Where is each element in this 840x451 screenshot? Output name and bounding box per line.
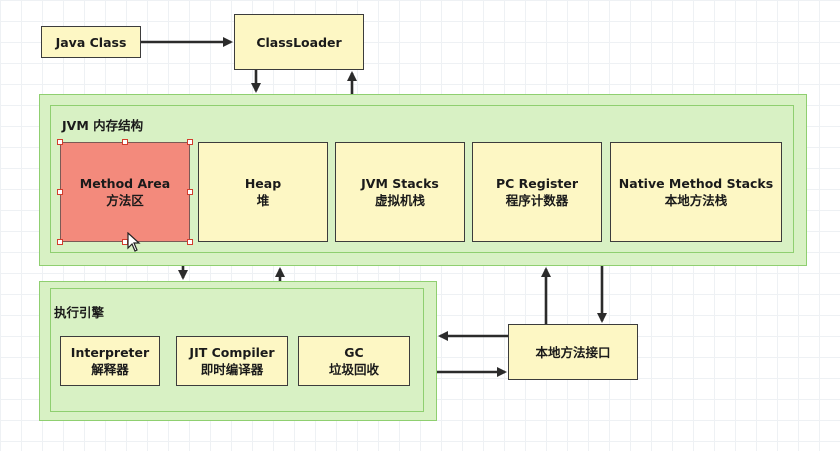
- execution-engine-title: 执行引擎: [54, 305, 105, 320]
- execution-engine-inner-border: [50, 288, 424, 412]
- selection-handle[interactable]: [187, 139, 193, 145]
- heap-label-zh: 堆: [256, 193, 270, 208]
- jit-compiler-label-zh: 即时编译器: [200, 362, 264, 377]
- pc-register-label-zh: 程序计数器: [505, 193, 569, 208]
- native-method-stacks-label: Native Method Stacks: [618, 176, 774, 191]
- jvm-stacks-label: JVM Stacks: [361, 176, 439, 191]
- mouse-cursor-icon: [127, 232, 141, 252]
- jvm-memory-inner-border: [50, 105, 794, 253]
- selection-handle[interactable]: [57, 189, 63, 195]
- pc-register-label: PC Register: [495, 176, 579, 191]
- heap-label: Heap: [244, 176, 282, 191]
- native-method-stacks-box[interactable]: Native Method Stacks 本地方法栈: [610, 142, 782, 242]
- jvm-memory-title: JVM 内存结构: [62, 118, 144, 133]
- interpreter-label: Interpreter: [70, 345, 150, 360]
- native-interface-box[interactable]: 本地方法接口: [508, 324, 638, 380]
- gc-box[interactable]: GC 垃圾回收: [298, 336, 410, 386]
- heap-box[interactable]: Heap 堆: [198, 142, 328, 242]
- java-class-box[interactable]: Java Class: [41, 26, 141, 58]
- jvm-stacks-box[interactable]: JVM Stacks 虚拟机栈: [335, 142, 465, 242]
- gc-label: GC: [344, 345, 364, 360]
- jit-compiler-box[interactable]: JIT Compiler 即时编译器: [176, 336, 288, 386]
- gc-label-zh: 垃圾回收: [328, 362, 379, 377]
- native-interface-label: 本地方法接口: [535, 344, 611, 360]
- selection-handle[interactable]: [122, 139, 128, 145]
- selection-handle[interactable]: [57, 239, 63, 245]
- pc-register-box[interactable]: PC Register 程序计数器: [472, 142, 602, 242]
- method-area-box[interactable]: Method Area 方法区: [60, 142, 190, 242]
- method-area-label-zh: 方法区: [106, 193, 144, 208]
- interpreter-label-zh: 解释器: [91, 362, 129, 377]
- method-area-label: Method Area: [79, 176, 171, 191]
- jvm-stacks-label-zh: 虚拟机栈: [374, 193, 425, 208]
- interpreter-box[interactable]: Interpreter 解释器: [60, 336, 160, 386]
- selection-handle[interactable]: [187, 189, 193, 195]
- selection-handle[interactable]: [187, 239, 193, 245]
- native-method-stacks-label-zh: 本地方法栈: [664, 193, 728, 208]
- classloader-label: ClassLoader: [256, 34, 342, 50]
- java-class-label: Java Class: [55, 34, 127, 50]
- jit-compiler-label: JIT Compiler: [189, 345, 275, 360]
- classloader-box[interactable]: ClassLoader: [234, 14, 364, 70]
- selection-handle[interactable]: [57, 139, 63, 145]
